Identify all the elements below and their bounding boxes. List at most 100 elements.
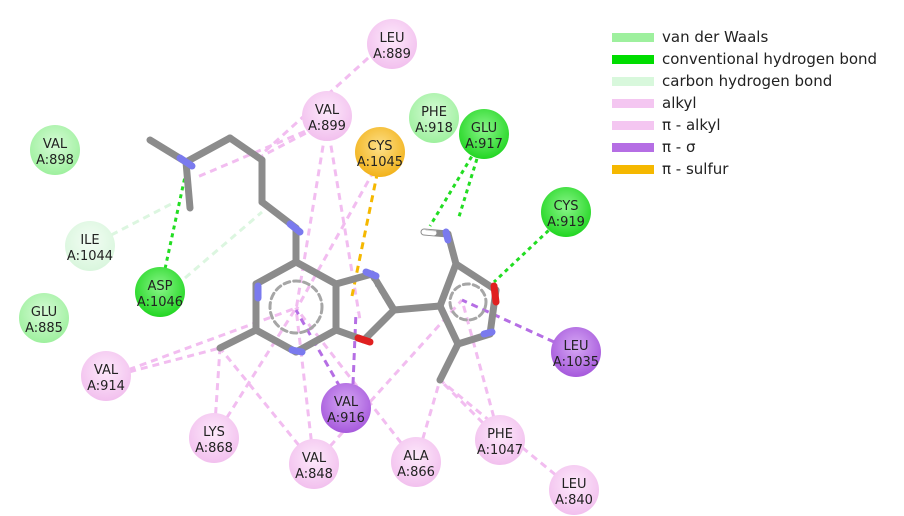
residue-name: LEU (562, 477, 587, 492)
residue-number: A:866 (397, 465, 435, 480)
residue-number: A:918 (415, 121, 453, 136)
residue-number: A:919 (547, 215, 585, 230)
residue-name: PHE (487, 427, 513, 442)
residue-name: ASP (148, 279, 173, 294)
residue-number: A:898 (36, 153, 74, 168)
residue-circle (355, 127, 405, 177)
residue-circle (321, 383, 371, 433)
residue-circle (302, 91, 352, 141)
residue-number: A:848 (295, 467, 333, 482)
legend-label: π - σ (662, 138, 696, 156)
interaction-line-val899-c (294, 121, 329, 311)
residue-number: A:1035 (553, 355, 599, 370)
residue-name: LYS (203, 425, 225, 440)
interaction-line-val914-b (105, 306, 297, 380)
residue-name: VAL (43, 137, 68, 152)
residue-name: VAL (315, 103, 340, 118)
residue-circle (289, 439, 339, 489)
residue-name: PHE (421, 105, 447, 120)
legend-item: π - σ (612, 136, 902, 158)
legend-label: carbon hydrogen bond (662, 72, 833, 90)
legend-label: alkyl (662, 94, 697, 112)
residue-circle (391, 437, 441, 487)
residue-circle (551, 327, 601, 377)
legend-swatch (612, 32, 654, 42)
legend-swatch (612, 76, 654, 86)
residue-number: A:914 (87, 379, 125, 394)
legend-label: van der Waals (662, 28, 769, 46)
interaction-line-ile1044-b (184, 210, 263, 280)
interaction-line-val848-c (312, 298, 464, 466)
interaction-line-val848-b (294, 307, 316, 465)
interaction-line-val914 (105, 346, 221, 380)
residue-name: LEU (564, 339, 589, 354)
residue-name: ALA (403, 449, 428, 464)
residue-circle (475, 415, 525, 465)
residue-circle (459, 109, 509, 159)
residue-name: VAL (94, 363, 119, 378)
residue-name: CYS (553, 199, 578, 214)
legend-swatch (612, 98, 654, 108)
residue-number: A:1046 (137, 295, 183, 310)
residue-number: A:1044 (67, 249, 113, 264)
residue-number: A:840 (555, 493, 593, 508)
legend-item: van der Waals (612, 26, 902, 48)
residue-number: A:868 (195, 441, 233, 456)
residue-number: A:917 (465, 137, 503, 152)
residue-circle (367, 19, 417, 69)
legend-item: π - alkyl (612, 114, 902, 136)
residue-circle (549, 465, 599, 515)
legend-item: conventional hydrogen bond (612, 48, 902, 70)
residue-number: A:889 (373, 47, 411, 62)
residue-number: A:916 (327, 411, 365, 426)
legend-swatch (612, 142, 654, 152)
residue-circle (409, 93, 459, 143)
legend-item: carbon hydrogen bond (612, 70, 902, 92)
residue-circle (19, 293, 69, 343)
residue-circle (135, 267, 185, 317)
residue-name: ILE (80, 233, 99, 248)
interaction-line-leu1035 (461, 298, 577, 354)
legend-item: π - sulfur (612, 158, 902, 180)
residue-number: A:885 (25, 321, 63, 336)
residue-name: VAL (334, 395, 359, 410)
legend-label: π - sulfur (662, 160, 729, 178)
interaction-line-cys1045-ring (294, 159, 382, 311)
residue-circle (81, 351, 131, 401)
ligand-molecule (146, 134, 500, 384)
residue-name: LEU (380, 31, 405, 46)
residue-number: A:1047 (477, 443, 523, 458)
residue-name: VAL (302, 451, 327, 466)
legend-label: conventional hydrogen bond (662, 50, 878, 68)
residue-circle (65, 221, 115, 271)
legend-swatch (612, 164, 654, 174)
residue-name: GLU (31, 305, 57, 320)
interaction-line-lys868-b (212, 307, 298, 439)
residue-name: GLU (471, 121, 497, 136)
interaction-line-glu917-b (456, 135, 486, 221)
legend-item: alkyl (612, 92, 902, 114)
residue-circle (541, 187, 591, 237)
legend-swatch (612, 54, 654, 64)
residue-name: CYS (367, 139, 392, 154)
legend-label: π - alkyl (662, 116, 721, 134)
